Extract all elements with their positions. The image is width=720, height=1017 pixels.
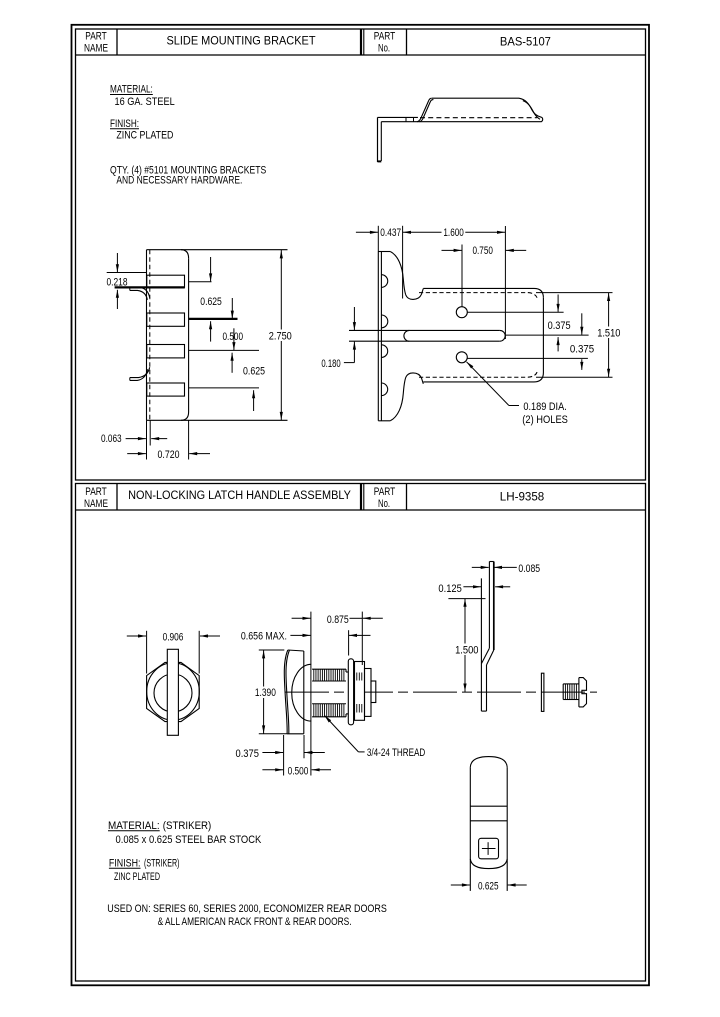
svg-text:NAME: NAME xyxy=(84,42,108,54)
svg-text:1.600: 1.600 xyxy=(443,227,463,239)
svg-text:NAME: NAME xyxy=(84,498,108,510)
svg-text:0.625: 0.625 xyxy=(243,366,265,378)
svg-text:0.375: 0.375 xyxy=(548,320,571,332)
svg-text:NON-LOCKING LATCH HANDLE ASSEM: NON-LOCKING LATCH HANDLE ASSEMBLY xyxy=(128,488,351,502)
svg-text:0.906: 0.906 xyxy=(163,632,184,644)
svg-text:0.625: 0.625 xyxy=(478,881,499,893)
svg-text:MATERIAL:: MATERIAL: xyxy=(108,820,160,832)
svg-text:0.125: 0.125 xyxy=(438,583,461,595)
svg-text:LH-9358: LH-9358 xyxy=(500,489,545,503)
svg-text:0.375: 0.375 xyxy=(236,748,259,760)
svg-text:(STRIKER): (STRIKER) xyxy=(144,858,180,870)
svg-text:FINISH:: FINISH: xyxy=(109,858,141,870)
svg-text:16 GA. STEEL: 16 GA. STEEL xyxy=(115,96,175,108)
svg-text:0.189 DIA.: 0.189 DIA. xyxy=(523,401,566,413)
svg-text:2.750: 2.750 xyxy=(269,331,292,343)
svg-text:BAS-5107: BAS-5107 xyxy=(500,35,551,49)
svg-text:0.500: 0.500 xyxy=(223,331,244,343)
svg-text:0.720: 0.720 xyxy=(158,449,180,461)
svg-text:(STRIKER): (STRIKER) xyxy=(163,820,212,832)
svg-text:(2) HOLES: (2) HOLES xyxy=(522,414,568,426)
svg-text:PART: PART xyxy=(85,486,107,498)
svg-text:ZINC PLATED: ZINC PLATED xyxy=(114,871,160,883)
svg-text:0.875: 0.875 xyxy=(327,614,349,626)
svg-text:PART: PART xyxy=(85,31,107,43)
svg-text:FINISH:: FINISH: xyxy=(110,118,139,130)
svg-text:MATERIAL:: MATERIAL: xyxy=(110,84,153,96)
svg-text:0.375: 0.375 xyxy=(570,344,594,356)
svg-text:USED ON: SERIES 60, SERIES 200: USED ON: SERIES 60, SERIES 2000, ECONOMI… xyxy=(107,903,387,915)
svg-text:0.500: 0.500 xyxy=(288,766,309,778)
svg-text:1.390: 1.390 xyxy=(255,687,276,699)
svg-text:& ALL AMERICAN RACK FRONT & RE: & ALL AMERICAN RACK FRONT & REAR DOORS. xyxy=(158,916,352,928)
svg-text:ZINC PLATED: ZINC PLATED xyxy=(116,130,173,142)
svg-text:0.750: 0.750 xyxy=(473,245,493,257)
svg-text:AND NECESSARY HARDWARE.: AND NECESSARY HARDWARE. xyxy=(116,175,242,187)
svg-text:1.500: 1.500 xyxy=(455,644,478,656)
svg-text:No.: No. xyxy=(378,498,390,510)
svg-text:0.437: 0.437 xyxy=(380,227,401,239)
svg-text:QTY. (4) #5101 MOUNTING BRACKE: QTY. (4) #5101 MOUNTING BRACKETS xyxy=(110,165,267,177)
svg-text:SLIDE MOUNTING BRACKET: SLIDE MOUNTING BRACKET xyxy=(167,34,316,48)
svg-text:3/4-24 THREAD: 3/4-24 THREAD xyxy=(367,747,425,759)
svg-text:0.656 MAX.: 0.656 MAX. xyxy=(241,631,287,643)
svg-text:1.510: 1.510 xyxy=(597,328,620,340)
svg-text:0.625: 0.625 xyxy=(200,296,222,308)
svg-text:0.218: 0.218 xyxy=(107,277,128,289)
svg-text:0.085: 0.085 xyxy=(518,563,540,575)
svg-text:0.063: 0.063 xyxy=(101,433,122,445)
svg-text:PART: PART xyxy=(374,486,396,498)
svg-text:No.: No. xyxy=(378,42,390,54)
svg-text:0.180: 0.180 xyxy=(321,358,340,370)
svg-text:0.085 x 0.625 STEEL BAR STOCK: 0.085 x 0.625 STEEL BAR STOCK xyxy=(116,834,262,846)
svg-text:PART: PART xyxy=(374,31,396,43)
